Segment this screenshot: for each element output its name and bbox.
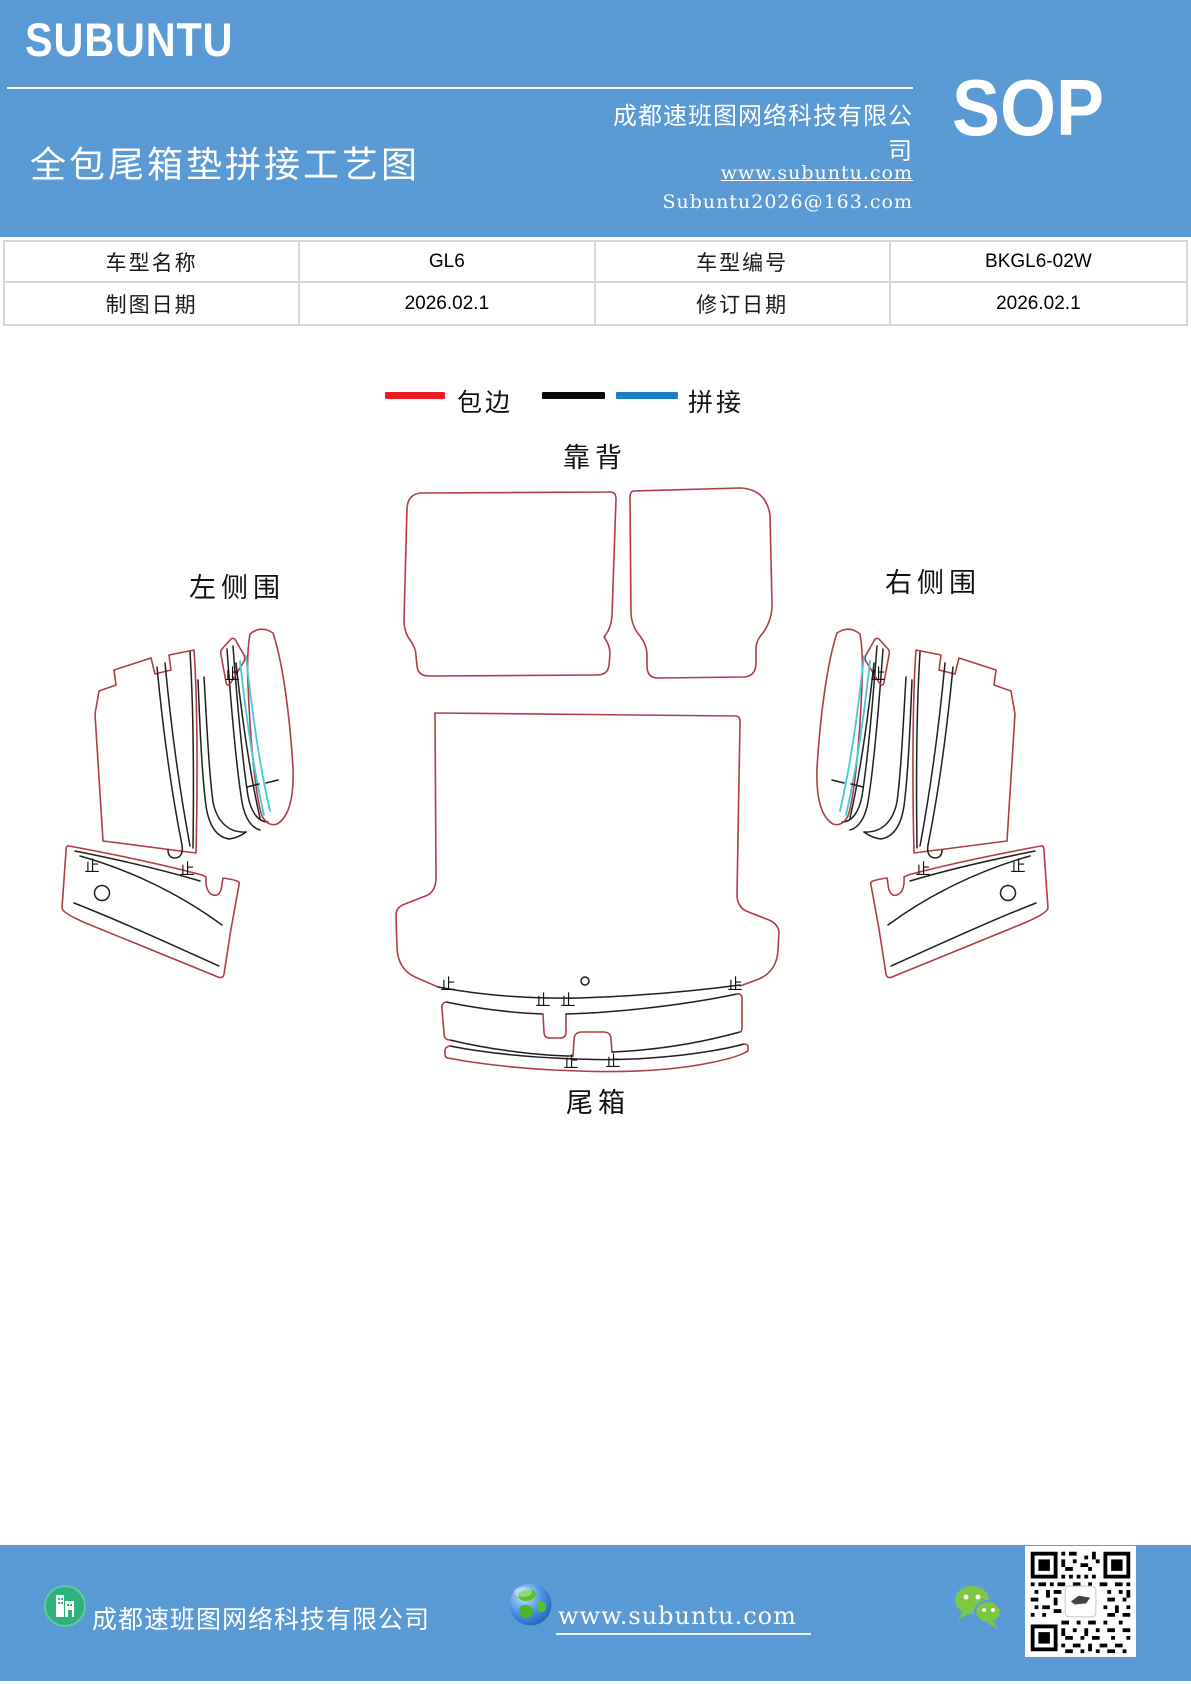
stop-mark: 止 — [870, 666, 885, 683]
revision-date-label: 修订日期 — [596, 283, 891, 324]
left-side-label: 左侧围 — [189, 573, 285, 603]
stop-mark: 止 — [179, 861, 194, 878]
model-code-label: 车型编号 — [595, 242, 891, 283]
footer-company-name: 成都速班图网络科技有限公司 — [92, 1607, 431, 1634]
header-company-name: 成都速班图网络科技有限公司 — [613, 104, 913, 165]
wechat-icon — [955, 1586, 1003, 1629]
brand-logo: SUBUNTU — [25, 13, 234, 66]
backrest-left-outline — [403, 491, 617, 677]
strip2-top-seam — [449, 1043, 745, 1061]
globe-icon — [509, 1583, 552, 1626]
strip1-right-cap — [736, 993, 743, 1033]
left-side-group — [61, 628, 295, 979]
legend-splice-black-swatch — [542, 392, 605, 399]
stop-mark: 止 — [560, 992, 575, 1009]
stop-mark: 止 — [605, 1053, 620, 1070]
strip2-bottom-outline — [447, 1051, 747, 1073]
draw-date-value: 2026.02.1 — [300, 283, 596, 324]
legend-binding-swatch — [385, 392, 445, 399]
strip1-tab — [572, 1031, 613, 1057]
stitching-process-diagram: 靠背 左侧围 右侧围 尾箱 止 止 止 止 止 止 — [61, 443, 1049, 1118]
trunk-mat-right-outline — [434, 712, 780, 987]
backrest-right-outline — [629, 487, 773, 679]
trunk-label: 尾箱 — [566, 1088, 630, 1118]
header-email: Subuntu2026@163.com — [662, 191, 913, 213]
strip1-notch — [542, 1013, 567, 1039]
header-website-link[interactable]: www.subuntu.com — [720, 162, 913, 184]
revision-date-value: 2026.02.1 — [996, 292, 1081, 314]
strip2-right-cap — [743, 1043, 749, 1053]
stop-mark: 止 — [440, 976, 455, 993]
legend-splice-label: 拼接 — [688, 390, 745, 417]
strip2-left-cap — [444, 1045, 451, 1059]
qr-code — [1025, 1546, 1136, 1657]
trunk-mat-bottom-seam — [437, 984, 741, 999]
stop-mark: 止 — [1010, 858, 1025, 875]
right-side-label: 右侧围 — [885, 568, 981, 598]
strip1-bottom-seam — [611, 1031, 741, 1053]
stop-mark: 止 — [563, 1054, 578, 1071]
mat-hole — [580, 976, 590, 986]
page-title: 全包尾箱垫拼接工艺图 — [30, 145, 421, 185]
building-icon — [44, 1585, 86, 1627]
model-code-value: BKGL6-02W — [890, 242, 1186, 283]
backrest-label: 靠背 — [563, 443, 627, 473]
draw-date-label: 制图日期 — [5, 283, 301, 324]
strip1-top-seam — [565, 993, 738, 1015]
vehicle-info-table: 车型名称 GL6 车型编号 BKGL6-02W 制图日期 2026.02.1 修… — [3, 240, 1188, 326]
stop-mark: 止 — [727, 976, 742, 993]
stop-mark: 止 — [535, 992, 550, 1009]
stop-mark: 止 — [915, 861, 930, 878]
footer-website-link[interactable]: www.subuntu.com — [556, 1602, 811, 1635]
header-band: SUBUNTU 全包尾箱垫拼接工艺图 成都速班图网络科技有限公司 www.sub… — [0, 0, 1191, 237]
model-name-value: GL6 — [300, 242, 596, 283]
trunk-mat-left-outline — [395, 712, 439, 988]
sop-badge: SOP — [952, 63, 1105, 152]
strip1-left-cap — [441, 1001, 451, 1041]
stop-mark: 止 — [224, 666, 239, 683]
stop-mark: 止 — [84, 858, 99, 875]
model-name-label: 车型名称 — [5, 242, 301, 283]
strip1-bottom-seam — [449, 1039, 574, 1057]
right-side-group — [815, 628, 1049, 979]
strip1-top-seam — [445, 1001, 544, 1015]
legend-binding-label: 包边 — [457, 390, 514, 417]
legend-splice-blue-swatch — [616, 392, 678, 399]
header-divider — [7, 87, 913, 89]
